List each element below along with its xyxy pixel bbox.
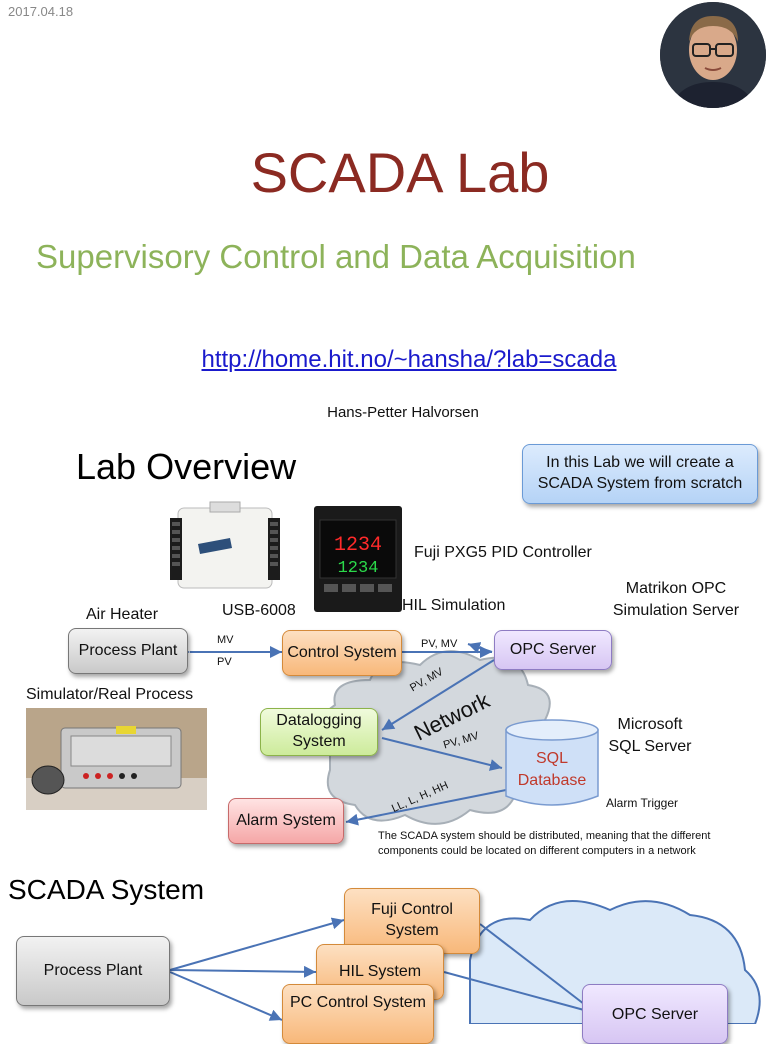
microsoft-sql-label: Microsoft SQL Server [600, 714, 700, 759]
hil-simulation-label: HIL Simulation [402, 597, 505, 615]
author-name: Hans-Petter Halvorsen [0, 404, 768, 421]
pid-pv-readout: 1234 [334, 534, 382, 557]
datalogging-system-box[interactable]: Datalogging System [260, 708, 378, 756]
alarm-trigger-label: Alarm Trigger [606, 796, 678, 810]
mv-label: MV [217, 634, 234, 646]
pid-sv-readout: 1234 [338, 559, 379, 578]
opc-server-box[interactable]: OPC Server [494, 630, 612, 670]
distributed-note: The SCADA system should be distributed, … [378, 829, 738, 860]
lab-overview-heading: Lab Overview [76, 446, 296, 488]
page-title: SCADA Lab [0, 140, 768, 205]
sql-database-cylinder[interactable]: SQL Database [504, 718, 600, 808]
scada-process-plant-box[interactable]: Process Plant [16, 936, 170, 1006]
pv-mv-label-1: PV, MV [421, 638, 457, 650]
scada-opc-server-box[interactable]: OPC Server [582, 984, 728, 1044]
pv-label: PV [217, 656, 232, 668]
alarm-system-box[interactable]: Alarm System [228, 798, 344, 844]
lab-link[interactable]: http://home.hit.no/~hansha/?lab=scada [0, 346, 768, 374]
process-plant-box[interactable]: Process Plant [68, 628, 188, 674]
callout-box: In this Lab we will create a SCADA Syste… [522, 444, 758, 504]
usb-label: USB-6008 [222, 602, 296, 620]
sql-database-label: SQL Database [504, 748, 600, 793]
author-avatar [660, 2, 766, 108]
date-label: 2017.04.18 [8, 4, 73, 19]
usb-daq-device-image [170, 500, 280, 592]
page-subtitle: Supervisory Control and Data Acquisition [36, 238, 636, 276]
opc-simulation-label: Matrikon OPC Simulation Server [596, 578, 756, 623]
control-system-box[interactable]: Control System [282, 630, 402, 676]
simulator-label: Simulator/Real Process [26, 686, 193, 704]
simulator-photo [26, 708, 207, 810]
pid-controller-label: Fuji PXG5 PID Controller [414, 544, 592, 562]
pc-control-system-box[interactable]: PC Control System [282, 984, 434, 1044]
pid-controller-image: 1234 1234 [314, 506, 402, 612]
